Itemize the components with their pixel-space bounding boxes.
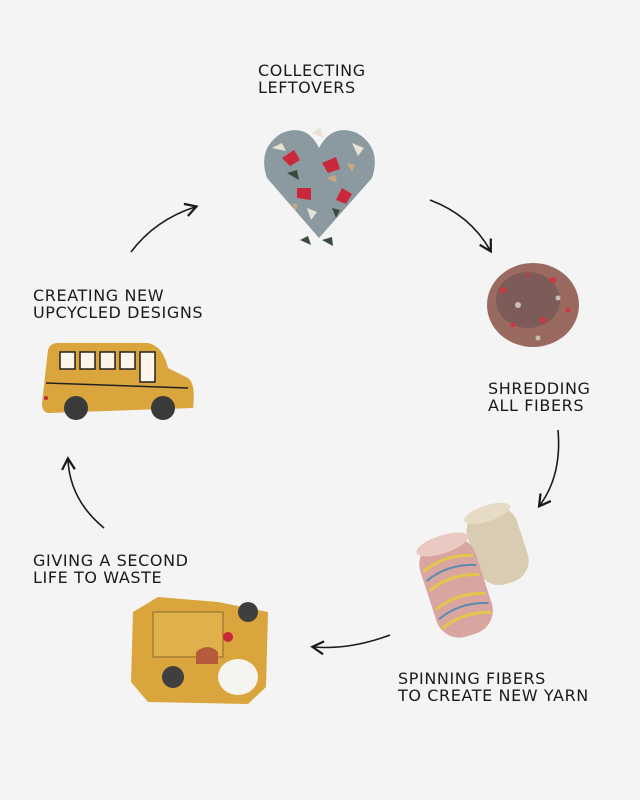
label-line: CREATING NEW bbox=[33, 286, 165, 305]
step-label-giving: GIVING A SECOND LIFE TO WASTE bbox=[33, 552, 189, 586]
arrow-spin-to-give bbox=[310, 634, 391, 656]
label-line: SPINNING FIBERS bbox=[398, 669, 546, 688]
arrow-give-to-design bbox=[61, 456, 105, 529]
arrow-design-to-collect bbox=[130, 202, 199, 253]
step-label-shredding: SHREDDING ALL FIBERS bbox=[488, 380, 591, 414]
fabric-waste-collage-image bbox=[131, 597, 268, 704]
arrow-collect-to-shred bbox=[429, 199, 492, 254]
label-line: LEFTOVERS bbox=[258, 78, 356, 97]
step-label-creating: CREATING NEW UPCYCLED DESIGNS bbox=[33, 287, 203, 321]
label-line: TO CREATE NEW YARN bbox=[398, 686, 589, 705]
label-line: SHREDDING bbox=[488, 379, 591, 398]
label-line: UPCYCLED DESIGNS bbox=[33, 303, 204, 322]
label-line: GIVING A SECOND bbox=[33, 551, 189, 570]
yarn-spools-image bbox=[416, 502, 529, 638]
step-label-collecting: COLLECTING LEFTOVERS bbox=[258, 62, 366, 96]
label-line: COLLECTING bbox=[258, 61, 366, 80]
label-line: LIFE TO WASTE bbox=[33, 568, 163, 587]
school-bus-image bbox=[42, 343, 194, 420]
label-line: ALL FIBERS bbox=[488, 396, 585, 415]
fabric-scraps-image bbox=[264, 128, 375, 246]
shredded-fiber-image bbox=[487, 263, 579, 347]
step-label-spinning: SPINNING FIBERS TO CREATE NEW YARN bbox=[398, 670, 589, 704]
arrow-shred-to-spin bbox=[537, 429, 560, 509]
